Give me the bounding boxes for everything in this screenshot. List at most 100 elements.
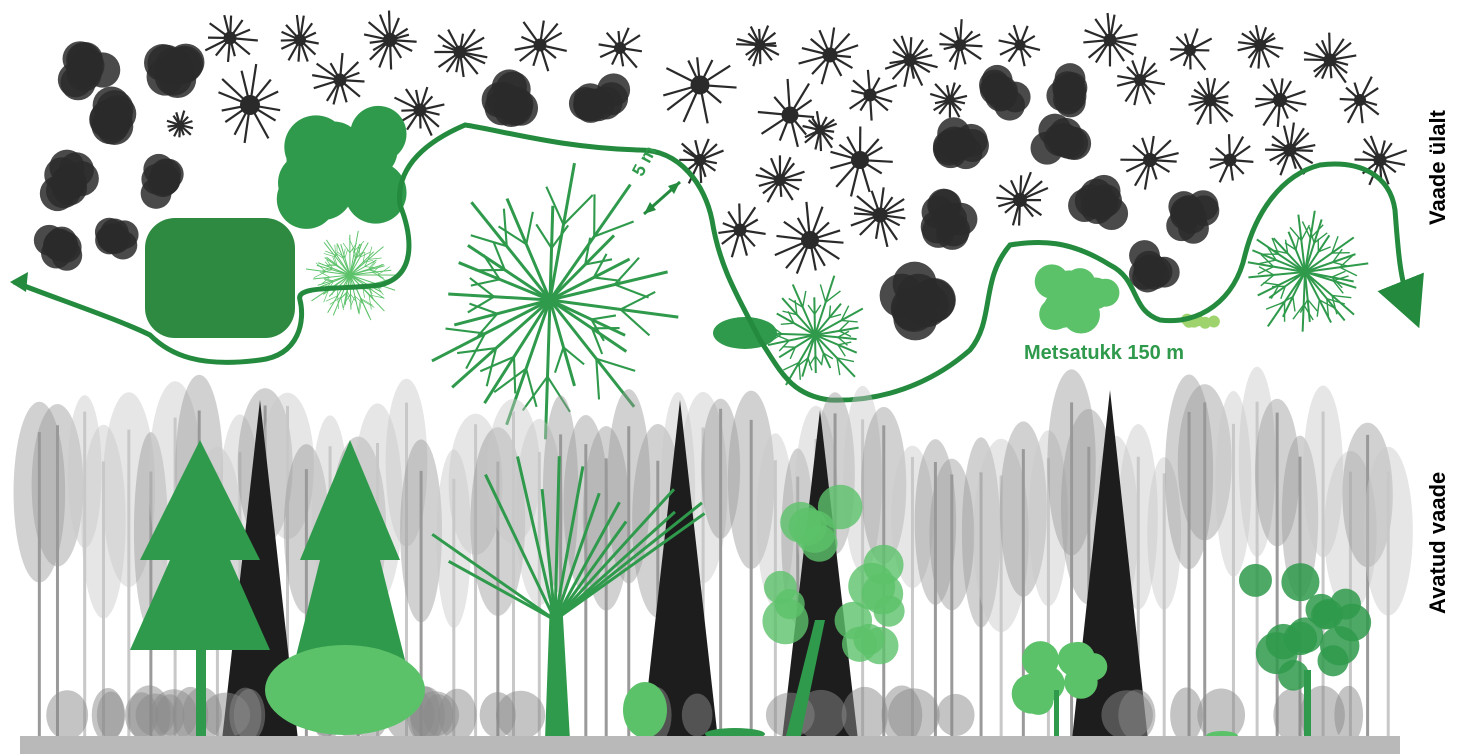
highlighted-crown	[1332, 271, 1346, 277]
highlighted-crown	[1263, 283, 1279, 285]
tree-crown	[873, 208, 888, 223]
highlighted-crown	[365, 267, 374, 268]
highlighted-crown	[446, 329, 486, 334]
highlighted-side-tree	[874, 596, 905, 627]
tree-crown	[51, 232, 82, 263]
tree-crown	[694, 154, 706, 166]
tree-crown	[1134, 74, 1146, 86]
tree-crown	[755, 40, 766, 51]
tree-crown	[59, 152, 94, 187]
side-tree	[46, 690, 88, 739]
highlighted-crown	[781, 323, 794, 324]
side-tree	[202, 693, 250, 738]
highlighted-side-tree	[1304, 670, 1311, 740]
highlighted-crown	[1043, 290, 1081, 328]
highlighted-crown	[526, 212, 533, 244]
side-tree	[842, 687, 888, 743]
tree-crown	[1184, 44, 1196, 56]
tree-crown	[1284, 144, 1297, 157]
highlighted-crown	[1340, 267, 1357, 276]
highlighted-crown	[803, 291, 806, 307]
side-tree	[937, 694, 975, 736]
highlighted-crown	[615, 285, 649, 298]
tree-crown	[614, 42, 626, 54]
highlighted-side-tree	[789, 508, 827, 546]
highlighted-crown	[526, 369, 536, 407]
tree-crown	[240, 95, 260, 115]
tree-crown	[1134, 251, 1165, 282]
tree-crown	[334, 74, 347, 87]
tree-crown	[1015, 40, 1026, 51]
tree-crown	[801, 231, 819, 249]
highlighted-crown	[514, 357, 515, 394]
tree-crown	[1176, 203, 1207, 234]
highlighted-side-tree	[835, 602, 873, 640]
highlighted-crown	[345, 125, 397, 177]
highlighted-crown	[546, 187, 563, 225]
tree-crown	[1049, 118, 1082, 151]
tree-crown	[1046, 80, 1077, 111]
highlighted-crown	[782, 298, 815, 335]
tree-crown	[1104, 34, 1117, 47]
highlighted-side-tree	[1333, 604, 1371, 642]
tree-crown	[1068, 189, 1101, 222]
side-tree	[423, 694, 453, 736]
tree-crown	[148, 166, 179, 197]
tree-crown	[823, 48, 838, 63]
highlighted-crown	[594, 277, 621, 280]
highlighted-crown	[808, 358, 812, 370]
tree-crown	[954, 39, 966, 51]
highlighted-crown	[338, 296, 339, 309]
side-tree	[496, 691, 545, 740]
tree-crown	[1224, 154, 1237, 167]
tree-crown	[782, 107, 799, 124]
highlighted-crown	[799, 363, 800, 380]
tree-crown	[734, 224, 747, 237]
highlighted-crown	[1303, 272, 1305, 332]
highlighted-crown	[815, 335, 816, 373]
ground-strip	[20, 736, 1400, 754]
tree-crown	[67, 51, 102, 86]
highlighted-crown	[596, 359, 599, 400]
highlighted-side-tree	[623, 682, 667, 738]
highlighted-crown	[1317, 300, 1319, 317]
highlighted-crown	[145, 218, 295, 338]
tree-crown	[95, 226, 124, 255]
highlighted-side-tree	[265, 645, 425, 735]
tree-crown	[486, 82, 521, 117]
tree-crown	[893, 296, 937, 340]
side-tree	[1364, 447, 1413, 616]
highlighted-side-tree	[1064, 665, 1097, 698]
highlighted-crown	[783, 347, 796, 348]
tree-crown	[294, 34, 306, 46]
highlighted-crown	[1293, 297, 1295, 312]
tree-crown	[945, 95, 955, 105]
highlighted-crown	[504, 209, 507, 247]
highlighted-crown	[555, 347, 563, 372]
highlighted-crown	[1296, 237, 1299, 250]
highlighted-crown	[814, 297, 815, 335]
tree-crown	[1013, 193, 1027, 207]
tree-crown	[224, 32, 237, 45]
tree-crown	[1143, 153, 1157, 167]
tree-crown	[774, 174, 786, 186]
highlighted-crown	[1082, 278, 1111, 307]
highlighted-crown	[713, 317, 777, 349]
tree-crown	[1374, 154, 1387, 167]
tree-crown	[1354, 94, 1366, 106]
tree-crown	[815, 125, 825, 135]
highlighted-side-tree	[764, 571, 797, 604]
tree-crown	[943, 127, 976, 160]
side-tree	[1170, 687, 1203, 742]
highlighted-side-tree	[1239, 564, 1272, 597]
highlighted-crown	[286, 136, 332, 182]
tree-crown	[91, 107, 128, 144]
highlighted-crown	[320, 272, 330, 277]
side-tree	[155, 694, 184, 736]
path-start-arrow	[10, 272, 28, 292]
tree-crown	[534, 39, 547, 52]
highlighted-crown	[820, 284, 825, 302]
highlighted-crown	[841, 320, 857, 322]
tree-crown	[929, 189, 962, 222]
highlighted-side-tree	[1029, 664, 1058, 693]
